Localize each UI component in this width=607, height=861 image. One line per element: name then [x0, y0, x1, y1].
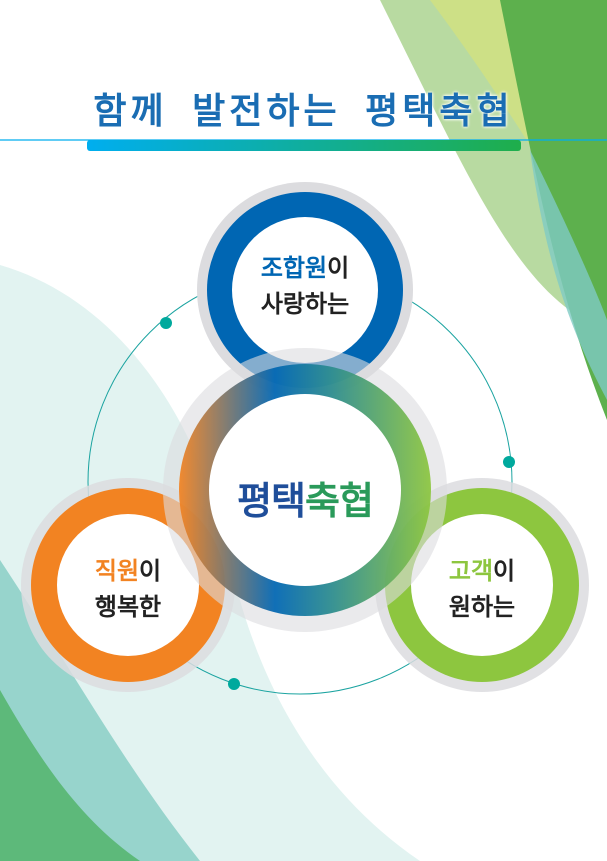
- page-title: 함께 발전하는 평택축협: [93, 90, 514, 132]
- center-logo-text: 평택축협: [205, 470, 405, 525]
- label-highlight: 조합원: [260, 253, 328, 282]
- label-line2: 행복한: [94, 592, 162, 621]
- center-part2: 축협: [305, 479, 374, 523]
- label-highlight: 직원: [94, 556, 140, 585]
- label-rest: 이: [327, 253, 350, 282]
- label-line2: 원하는: [448, 592, 516, 621]
- label-rest: 이: [493, 556, 516, 585]
- label-rest: 이: [139, 556, 162, 585]
- label-members: 조합원이 사랑하는: [225, 250, 385, 322]
- label-employees: 직원이 행복한: [48, 553, 208, 625]
- label-line2: 사랑하는: [260, 289, 350, 318]
- label-highlight: 고객: [448, 556, 494, 585]
- label-customers: 고객이 원하는: [402, 553, 562, 625]
- center-part1: 평택: [237, 479, 306, 523]
- circle-center: [163, 348, 447, 632]
- circle-employees: [21, 478, 235, 692]
- circle-members: [197, 182, 413, 398]
- connector-dot: [160, 317, 172, 329]
- connector-dot: [503, 456, 515, 468]
- connector-dot: [228, 678, 240, 690]
